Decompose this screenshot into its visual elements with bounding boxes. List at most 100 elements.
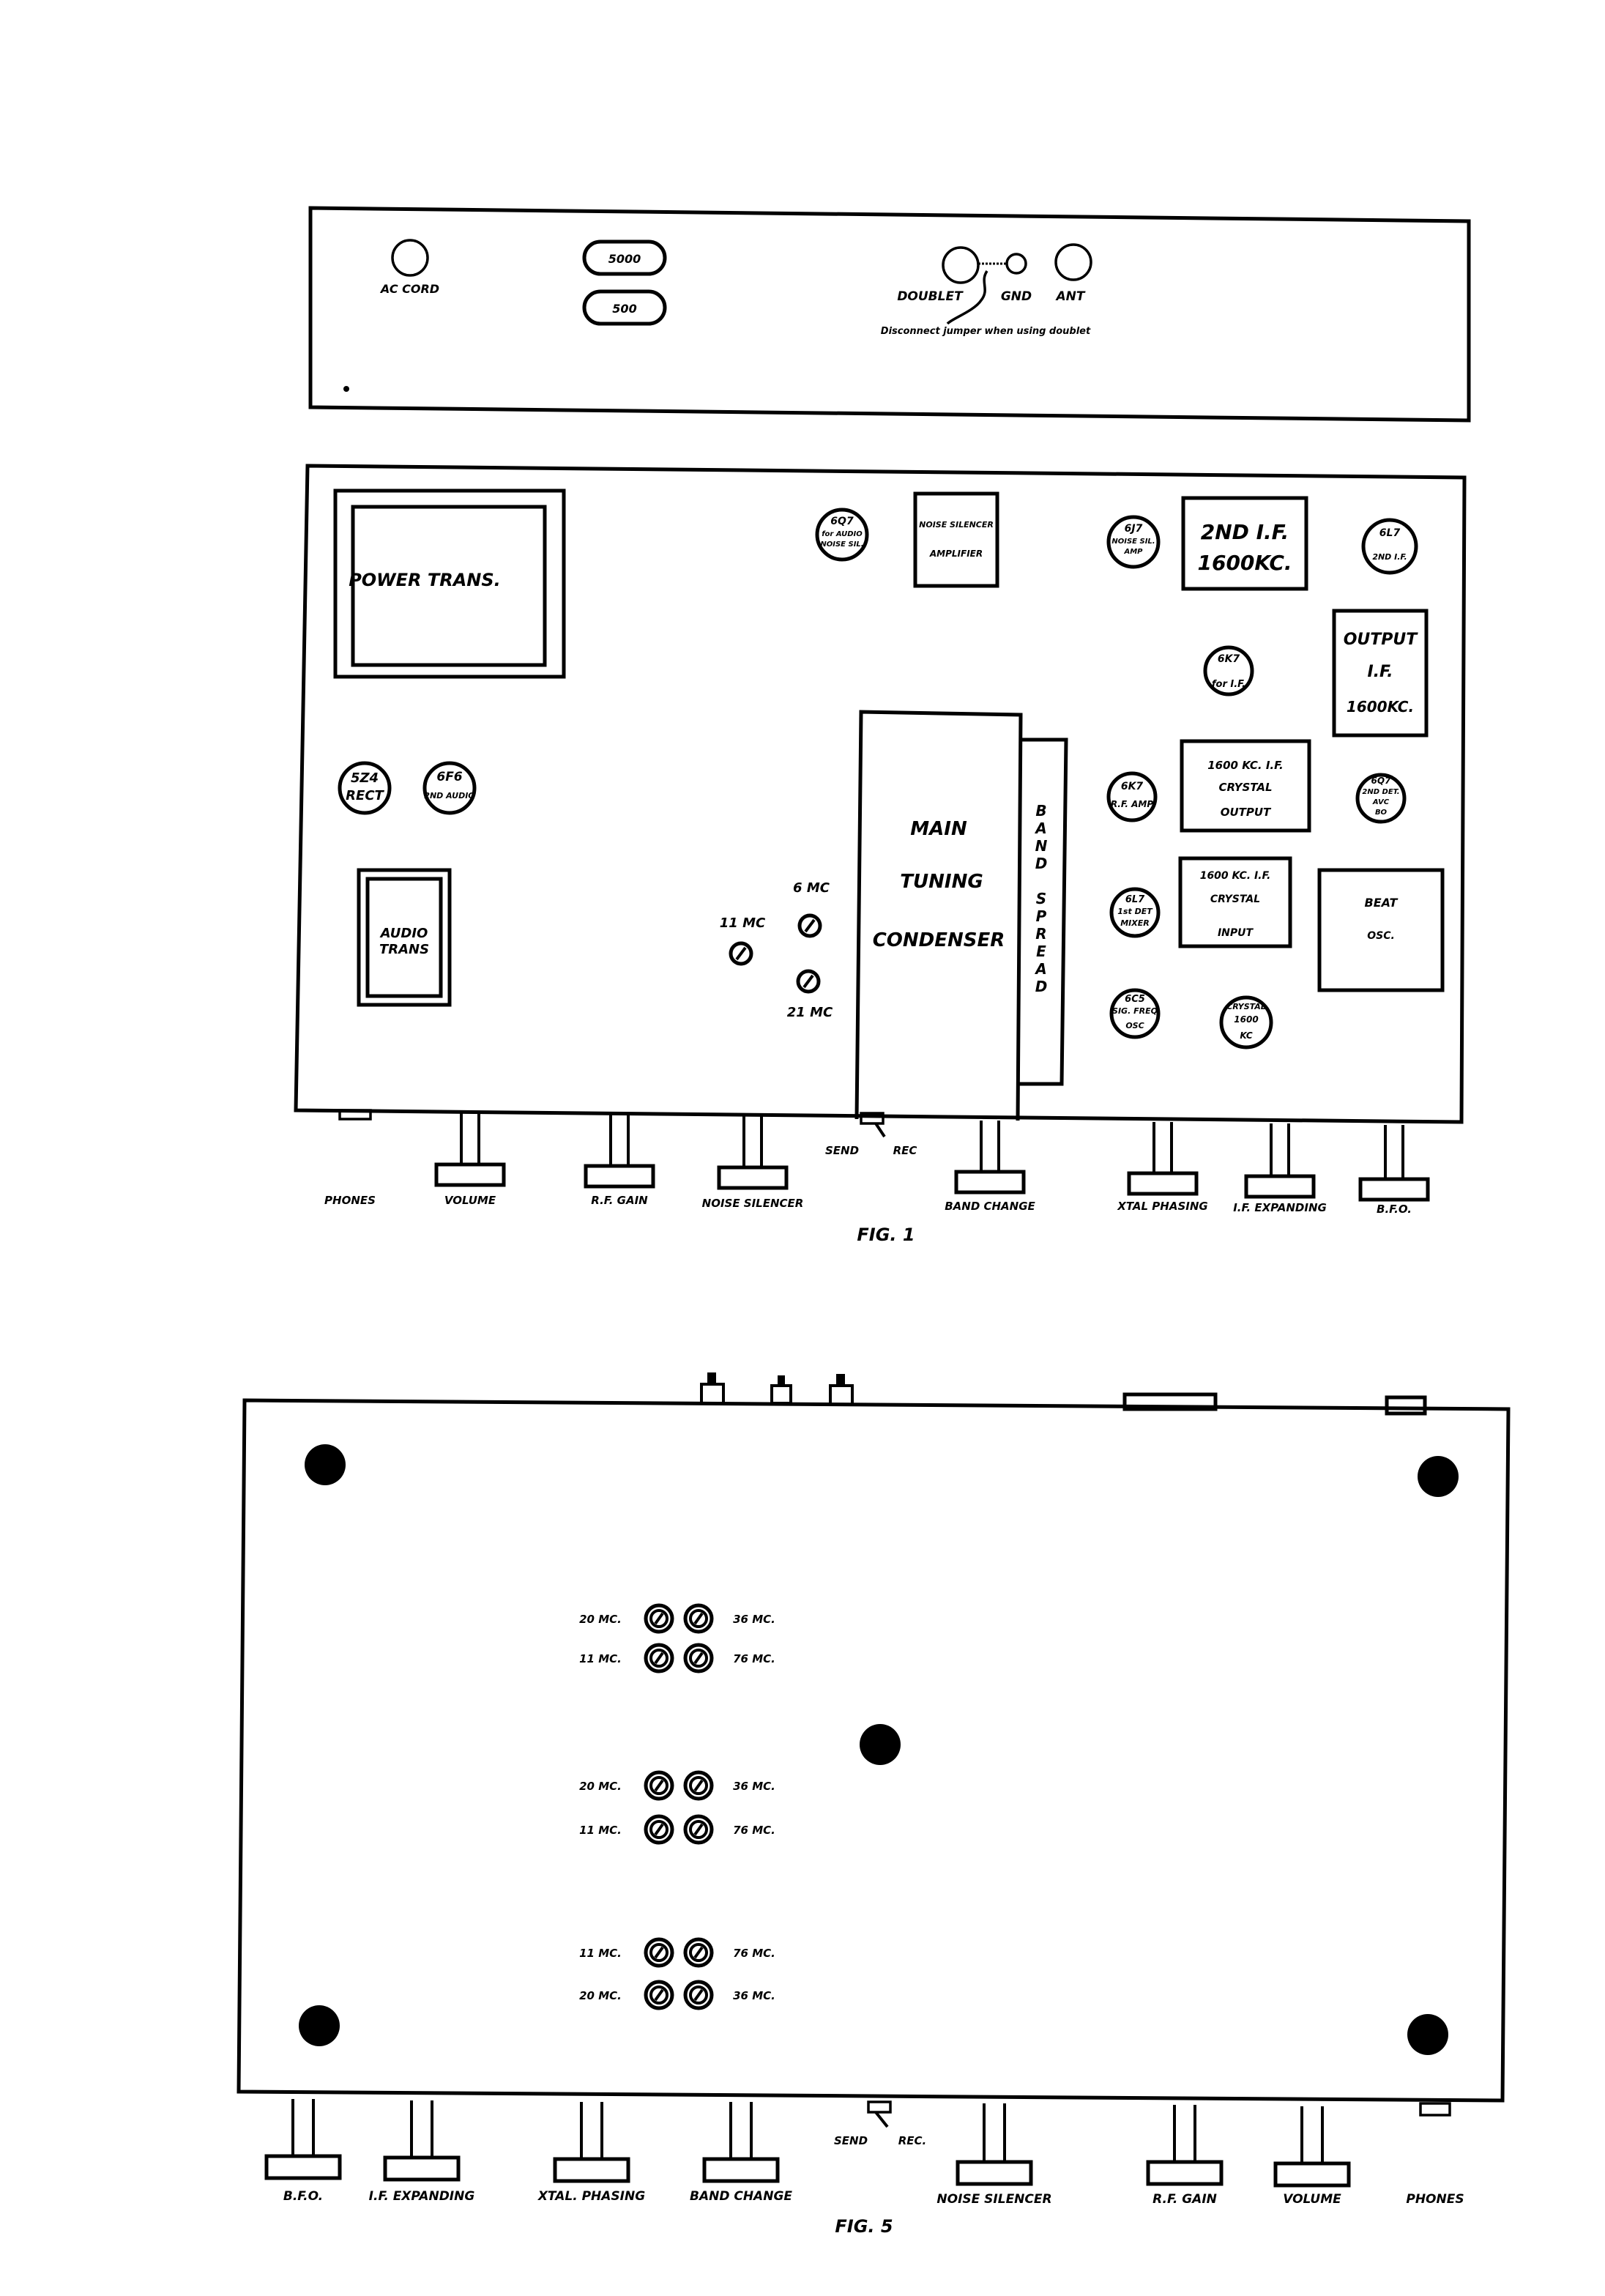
trimmer-label-left: 20 MC.	[579, 1780, 622, 1793]
control-label: I.F. EXPANDING	[1233, 1201, 1327, 1214]
gnd-label: GND	[1001, 289, 1032, 304]
svg-text:TUNING: TUNING	[900, 871, 983, 893]
mounting-hole-center	[860, 1724, 901, 1765]
svg-text:P: P	[1036, 907, 1047, 925]
trimmer-label-right: 36 MC.	[733, 1989, 775, 2002]
tube-6l7-2nd-if: 6L7 2ND I.F.	[1361, 518, 1418, 575]
control-label: BAND CHANGE	[690, 2189, 792, 2204]
svg-text:B: B	[1035, 802, 1046, 820]
knob	[1146, 2160, 1224, 2186]
panel-mark	[343, 386, 349, 392]
svg-text:RECT: RECT	[346, 788, 384, 803]
svg-text:2ND I.F.: 2ND I.F.	[1201, 520, 1289, 544]
trimmer-label-left: 11 MC.	[579, 1652, 622, 1665]
svg-text:KC: KC	[1240, 1030, 1253, 1041]
trimmer-screw-icon	[683, 1980, 714, 2010]
ant-label: ANT	[1055, 289, 1086, 304]
mounting-hole-bottom-right	[1407, 2014, 1448, 2055]
svg-text:AMPLIFIER: AMPLIFIER	[929, 549, 983, 559]
svg-text:BO: BO	[1375, 809, 1388, 817]
beat-osc-box: BEAT OSC.	[1317, 868, 1445, 992]
control-label: XTAL PHASING	[1117, 1200, 1207, 1213]
fig5-trimmer-groups: 20 MC. 36 MC. 11 MC.76 MC. 20 MC. 36 MC. 11 M…	[579, 1603, 775, 2010]
trimmer-screw-icon	[644, 1937, 674, 1968]
svg-text:AMP: AMP	[1123, 548, 1143, 556]
fig5-control-band-change: BAND CHANGE	[690, 2102, 792, 2204]
svg-text:INPUT: INPUT	[1218, 927, 1254, 939]
fig5-chassis-outline	[237, 1398, 1511, 2103]
knob	[956, 2160, 1033, 2186]
svg-text:A: A	[1034, 960, 1046, 978]
control-label: VOLUME	[444, 1194, 496, 1207]
fig1-control-band-change: BAND CHANGE	[945, 1121, 1036, 1213]
output-if-1600kc-box: OUTPUT I.F. 1600KC.	[1332, 609, 1429, 738]
svg-text:21 MC: 21 MC	[787, 1005, 833, 1020]
rear-panel-outline	[308, 206, 1471, 423]
trimmer-11mc: 11 MC	[720, 915, 766, 966]
trimmer-screw-icon	[644, 1643, 674, 1673]
knob	[584, 1164, 655, 1189]
trimmer-label-left: 11 MC.	[579, 1947, 622, 1960]
trimmer-group-3: 11 MC.76 MC.20 MC.36 MC.	[579, 1937, 775, 2010]
svg-text:1600KC.: 1600KC.	[1197, 551, 1292, 575]
fig1-control-r-f-gain: R.F. GAIN	[584, 1113, 655, 1207]
svg-text:5Z4: 5Z4	[351, 770, 379, 786]
control-label: I.F. EXPANDING	[369, 2189, 475, 2204]
svg-text:for I.F.: for I.F.	[1212, 679, 1245, 690]
svg-text:2ND AUDIO: 2ND AUDIO	[424, 791, 474, 800]
fig5-control-b-f-o: B.F.O.	[264, 2099, 342, 2204]
svg-text:A: A	[1034, 820, 1046, 837]
control-label: B.F.O.	[1377, 1203, 1412, 1216]
tube-6l7-1st-det-mixer: 6L7 1st DET MIXER	[1109, 887, 1161, 938]
svg-text:I.F.: I.F.	[1367, 663, 1393, 681]
fig5-control-xtal-phasing: XTAL. PHASING	[537, 2102, 645, 2204]
mounting-hole-bottom-left	[299, 2005, 340, 2046]
svg-text:6K7: 6K7	[1218, 653, 1240, 665]
trimmer-row: 20 MC. 36 MC.	[579, 1980, 775, 2010]
tube-6k7-if: 6K7 for I.F.	[1203, 645, 1254, 696]
trimmer-screw-icon	[644, 1770, 674, 1801]
trimmer-label-left: 20 MC.	[579, 1989, 622, 2002]
power-transformer-inner	[351, 505, 547, 667]
trimmer-label-right: 36 MC.	[733, 1780, 775, 1793]
svg-text:NOISE SIL.: NOISE SIL.	[820, 540, 863, 549]
mounting-hole-top-right	[1418, 1456, 1459, 1497]
audio-transformer-outer	[357, 868, 452, 1007]
knob	[954, 1170, 1026, 1195]
svg-text:D: D	[1035, 855, 1048, 872]
svg-text:CRYSTAL: CRYSTAL	[1226, 1002, 1266, 1011]
fig5-phones-jack	[1419, 2102, 1451, 2117]
ac-cord-hole	[391, 239, 429, 277]
ant-terminal	[1054, 243, 1092, 281]
knob	[1127, 1171, 1199, 1196]
fig5-control-noise-silencer: NOISE SILENCER	[936, 2103, 1052, 2207]
svg-text:OSC: OSC	[1125, 1021, 1144, 1030]
trimmer-screw-icon	[683, 1643, 714, 1673]
trimmer-row: 11 MC.76 MC.	[579, 1814, 775, 1845]
svg-text:AVC: AVC	[1372, 798, 1390, 806]
svg-text:NOISE SILENCER: NOISE SILENCER	[919, 520, 994, 530]
svg-text:6 MC: 6 MC	[793, 880, 830, 896]
fig5-top-socket-small	[1385, 1395, 1427, 1416]
svg-text:BEAT: BEAT	[1365, 896, 1399, 910]
ac-cord-label: AC CORD	[379, 282, 439, 296]
fig5-top-terminal-posts	[700, 1372, 854, 1406]
fig1-caption: FIG. 1	[857, 1225, 915, 1245]
svg-text:for AUDIO: for AUDIO	[822, 530, 863, 538]
fig1-send-rec-switch: SEND REC	[825, 1112, 917, 1157]
impedance-500-terminal	[582, 289, 667, 326]
rear-panel: AC CORD 5000 500 DOUBLET GND ANT Disconn…	[308, 206, 1471, 423]
svg-text:1600 KC. I.F.: 1600 KC. I.F.	[1200, 870, 1271, 882]
tube-6q7-audio-noise-sil: 6Q7 for AUDIO NOISE SIL.	[815, 508, 869, 562]
fig1-control-noise-silencer: NOISE SILENCER	[702, 1115, 803, 1210]
audio-transformer-label-2: TRANS	[379, 942, 429, 957]
svg-text:N: N	[1035, 837, 1048, 855]
svg-text:REC.: REC.	[898, 2134, 927, 2147]
tube-5z4: 5Z4 RECT	[338, 761, 392, 815]
impedance-500-label: 500	[612, 302, 636, 316]
svg-text:6L7: 6L7	[1125, 894, 1145, 905]
noise-silencer-amplifier-box: NOISE SILENCER AMPLIFIER	[913, 491, 999, 588]
fig5-control-i-f-expanding: I.F. EXPANDING	[369, 2100, 475, 2204]
